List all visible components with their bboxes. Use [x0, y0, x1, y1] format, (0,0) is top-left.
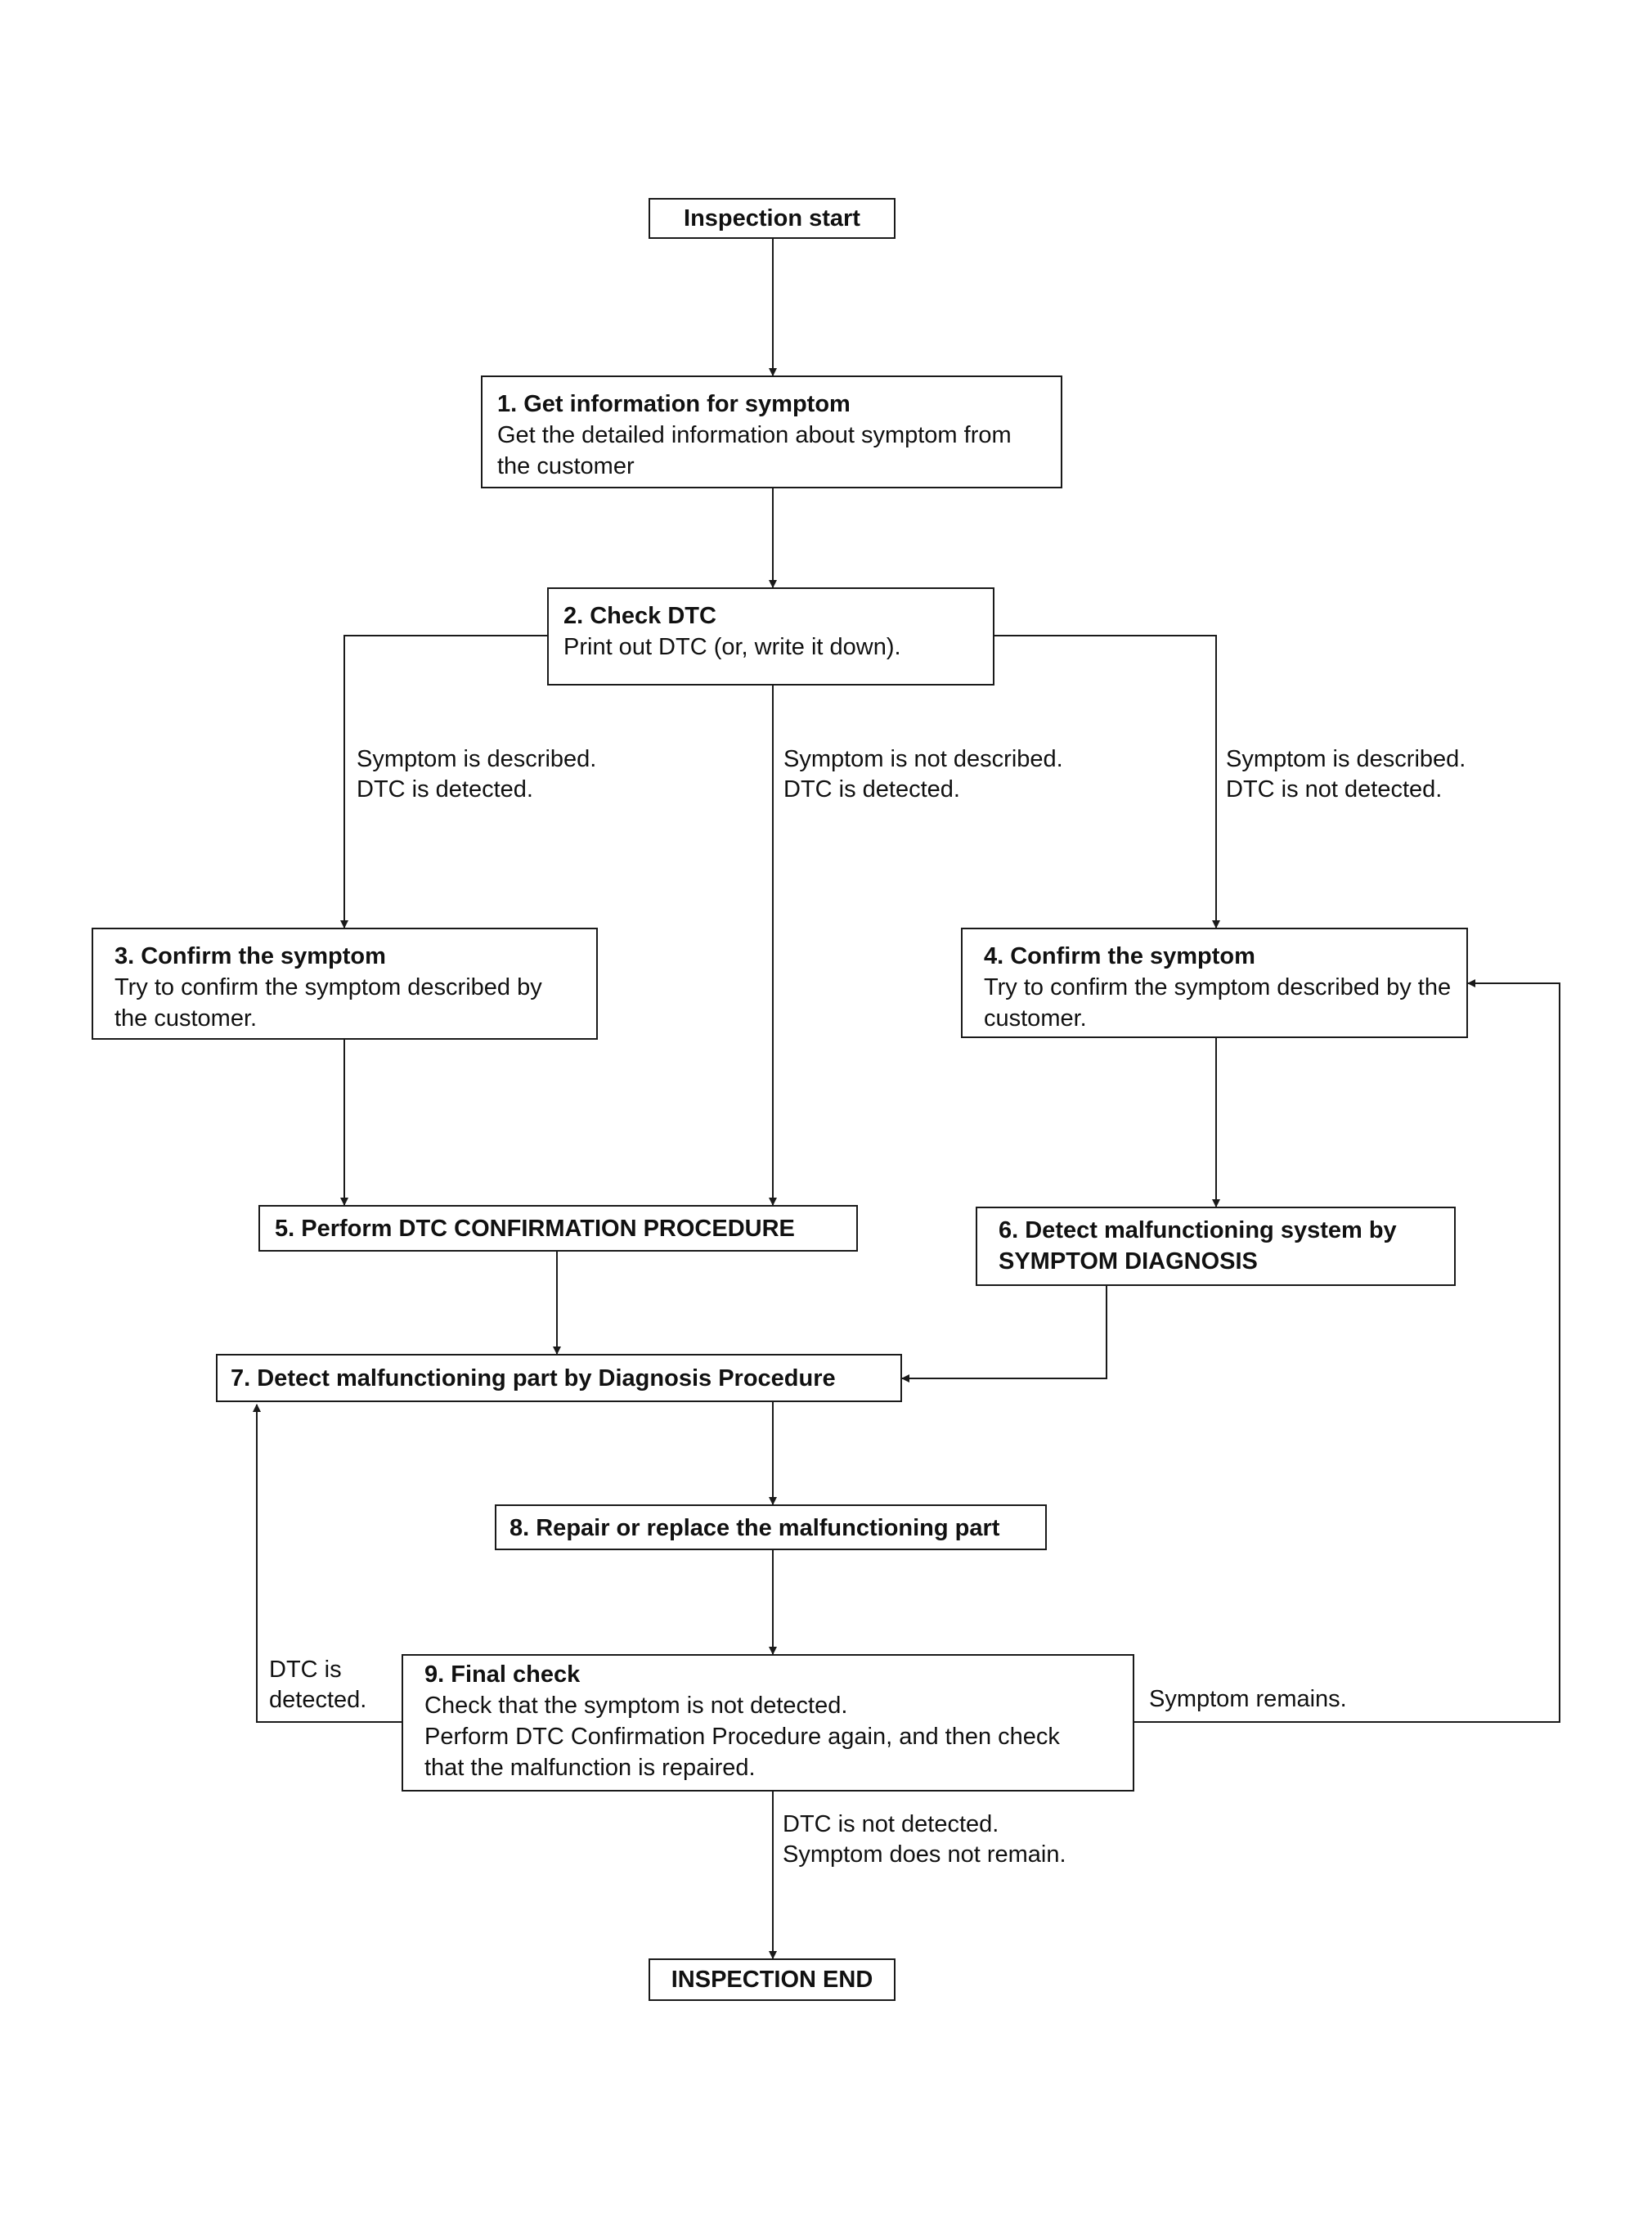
step-6-title: 6. Detect malfunctioning system by SYMPT… — [999, 1217, 1397, 1275]
step-1-body: Get the detailed information about sympt… — [497, 422, 1012, 479]
end-condition-line2: Symptom does not remain. — [783, 1841, 1066, 1868]
step-4-box: 4. Confirm the symptom Try to confirm th… — [961, 928, 1468, 1038]
arrow-step2-to-step4 — [994, 635, 1220, 928]
branch-label-right-line2: DTC is not detected. — [1226, 776, 1443, 803]
step-9-box: 9. Final check Check that the symptom is… — [402, 1654, 1134, 1792]
step-7-title: 7. Detect malfunctioning part by Diagnos… — [231, 1365, 836, 1392]
step-1-title: 1. Get information for symptom — [497, 391, 851, 417]
dtc-detected-line1: DTC is — [269, 1657, 342, 1683]
step-9-body-line2: Perform DTC Confirmation Procedure again… — [424, 1724, 1060, 1750]
arrow-step9-to-step7 — [253, 1404, 402, 1723]
step-5-box: 5. Perform DTC CONFIRMATION PROCEDURE — [258, 1205, 858, 1252]
step-2-title: 2. Check DTC — [563, 603, 716, 629]
step-4-title: 4. Confirm the symptom — [984, 943, 1255, 969]
branch-label-left-line2: DTC is detected. — [357, 776, 533, 803]
step-3-box: 3. Confirm the symptom Try to confirm th… — [92, 928, 598, 1040]
end-condition-label: DTC is not detected. Symptom does not re… — [783, 1810, 1066, 1870]
branch-label-middle: Symptom is not described. DTC is detecte… — [783, 744, 1063, 805]
inspection-start-node: Inspection start — [649, 198, 896, 239]
step-9-body-line1: Check that the symptom is not detected. — [424, 1693, 848, 1719]
end-condition-line1: DTC is not detected. — [783, 1811, 999, 1837]
step-9-body-line3: that the malfunction is repaired. — [424, 1755, 756, 1781]
branch-label-right: Symptom is described. DTC is not detecte… — [1226, 744, 1466, 805]
step-5-title: 5. Perform DTC CONFIRMATION PROCEDURE — [275, 1216, 795, 1242]
branch-label-left-line1: Symptom is described. — [357, 746, 597, 772]
step-1-box: 1. Get information for symptom Get the d… — [481, 375, 1062, 488]
step-6-box: 6. Detect malfunctioning system by SYMPT… — [976, 1207, 1456, 1286]
step-3-body: Try to confirm the symptom described by … — [114, 974, 542, 1032]
arrow-step6-to-step7 — [901, 1286, 1107, 1383]
step-4-body: Try to confirm the symptom described by … — [984, 974, 1452, 1032]
branch-label-left: Symptom is described. DTC is detected. — [357, 744, 596, 805]
step-3-title: 3. Confirm the symptom — [114, 943, 386, 969]
step-9-title: 9. Final check — [424, 1661, 581, 1688]
step-8-box: 8. Repair or replace the malfunctioning … — [495, 1504, 1047, 1550]
branch-label-middle-line1: Symptom is not described. — [783, 746, 1063, 772]
branch-label-right-line1: Symptom is described. — [1226, 746, 1466, 772]
symptom-remains-text: Symptom remains. — [1149, 1686, 1347, 1712]
inspection-start-label: Inspection start — [684, 205, 860, 232]
inspection-end-label: INSPECTION END — [671, 1967, 873, 1993]
arrow-step2-to-step3 — [340, 635, 547, 928]
step-2-box: 2. Check DTC Print out DTC (or, write it… — [547, 587, 994, 686]
step-7-box: 7. Detect malfunctioning part by Diagnos… — [216, 1354, 902, 1402]
dtc-detected-line2: detected. — [269, 1687, 367, 1713]
arrow-step9-to-step4 — [1134, 979, 1560, 1723]
step-8-title: 8. Repair or replace the malfunctioning … — [510, 1515, 1000, 1541]
step-2-body: Print out DTC (or, write it down). — [563, 634, 901, 660]
branch-label-middle-line2: DTC is detected. — [783, 776, 960, 803]
symptom-remains-label: Symptom remains. — [1149, 1684, 1347, 1715]
dtc-detected-label: DTC is detected. — [269, 1655, 366, 1715]
inspection-end-node: INSPECTION END — [649, 1958, 896, 2001]
